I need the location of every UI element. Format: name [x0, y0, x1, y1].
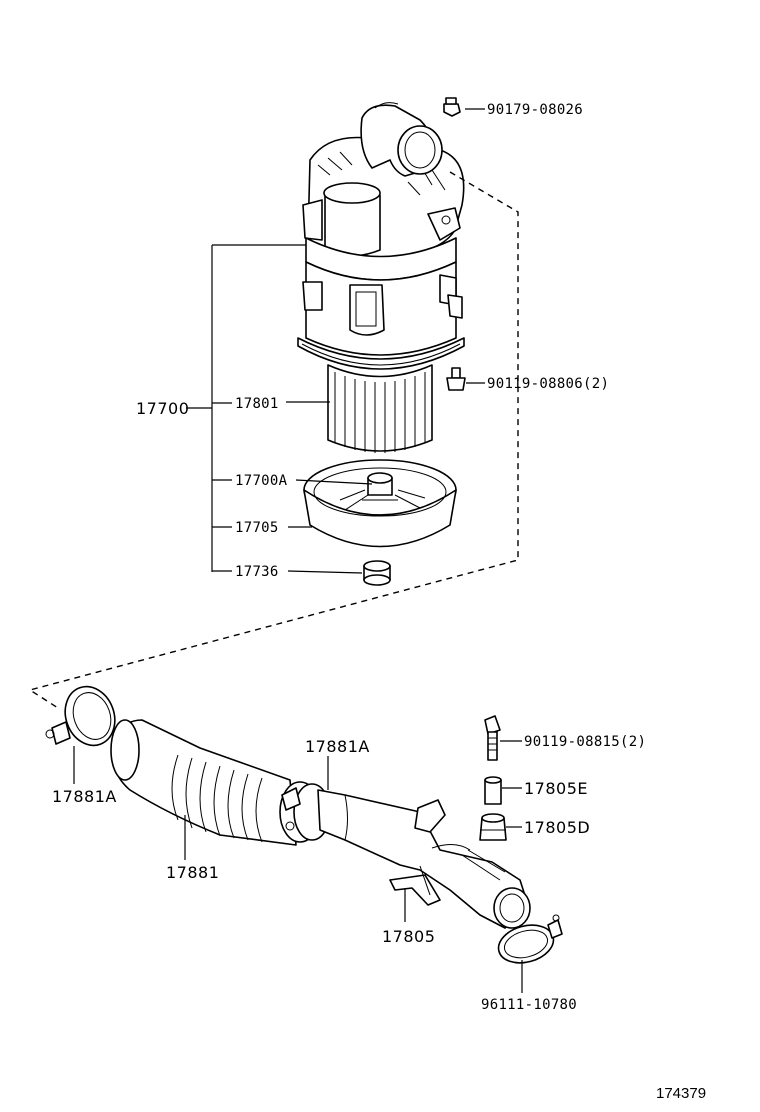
bolt-icon: [446, 367, 466, 391]
vacuator-valve: [363, 560, 391, 586]
air-cleaner-body: [297, 237, 465, 370]
nut-icon: [443, 97, 461, 117]
label-17881A-left: 17881A: [52, 787, 117, 806]
hose-clamp-left: [45, 685, 116, 747]
collar-icon: [484, 776, 502, 805]
hose-clamp-right: [497, 914, 563, 964]
label-17736: 17736: [235, 564, 279, 580]
leader-lines: [73, 108, 523, 993]
label-17700: 17700: [136, 399, 189, 418]
label-17700A: 17700A: [235, 473, 288, 489]
air-hose: [110, 719, 321, 846]
label-17705: 17705: [235, 520, 279, 536]
label-17805: 17805: [382, 927, 435, 946]
bolt-long-icon: [484, 715, 501, 761]
label-90119-08806: 90119-08806(2): [487, 376, 609, 392]
label-17881A-middle: 17881A: [305, 737, 370, 756]
label-17881: 17881: [166, 863, 219, 882]
intake-pipe: [317, 789, 531, 929]
air-cleaner-bottom-cap: [303, 459, 457, 548]
filter-element: [327, 364, 433, 453]
label-17801: 17801: [235, 396, 279, 412]
label-96111-10780: 96111-10780: [481, 997, 577, 1013]
label-17805D: 17805D: [524, 818, 590, 837]
air-cleaner-case-top: [302, 102, 465, 259]
label-90119-08815: 90119-08815(2): [524, 734, 646, 750]
label-90179-08026: 90179-08026: [487, 102, 583, 118]
diagram-reference-number: 174379: [656, 1085, 706, 1102]
grommet-icon: [479, 813, 507, 841]
label-17805E: 17805E: [524, 779, 588, 798]
